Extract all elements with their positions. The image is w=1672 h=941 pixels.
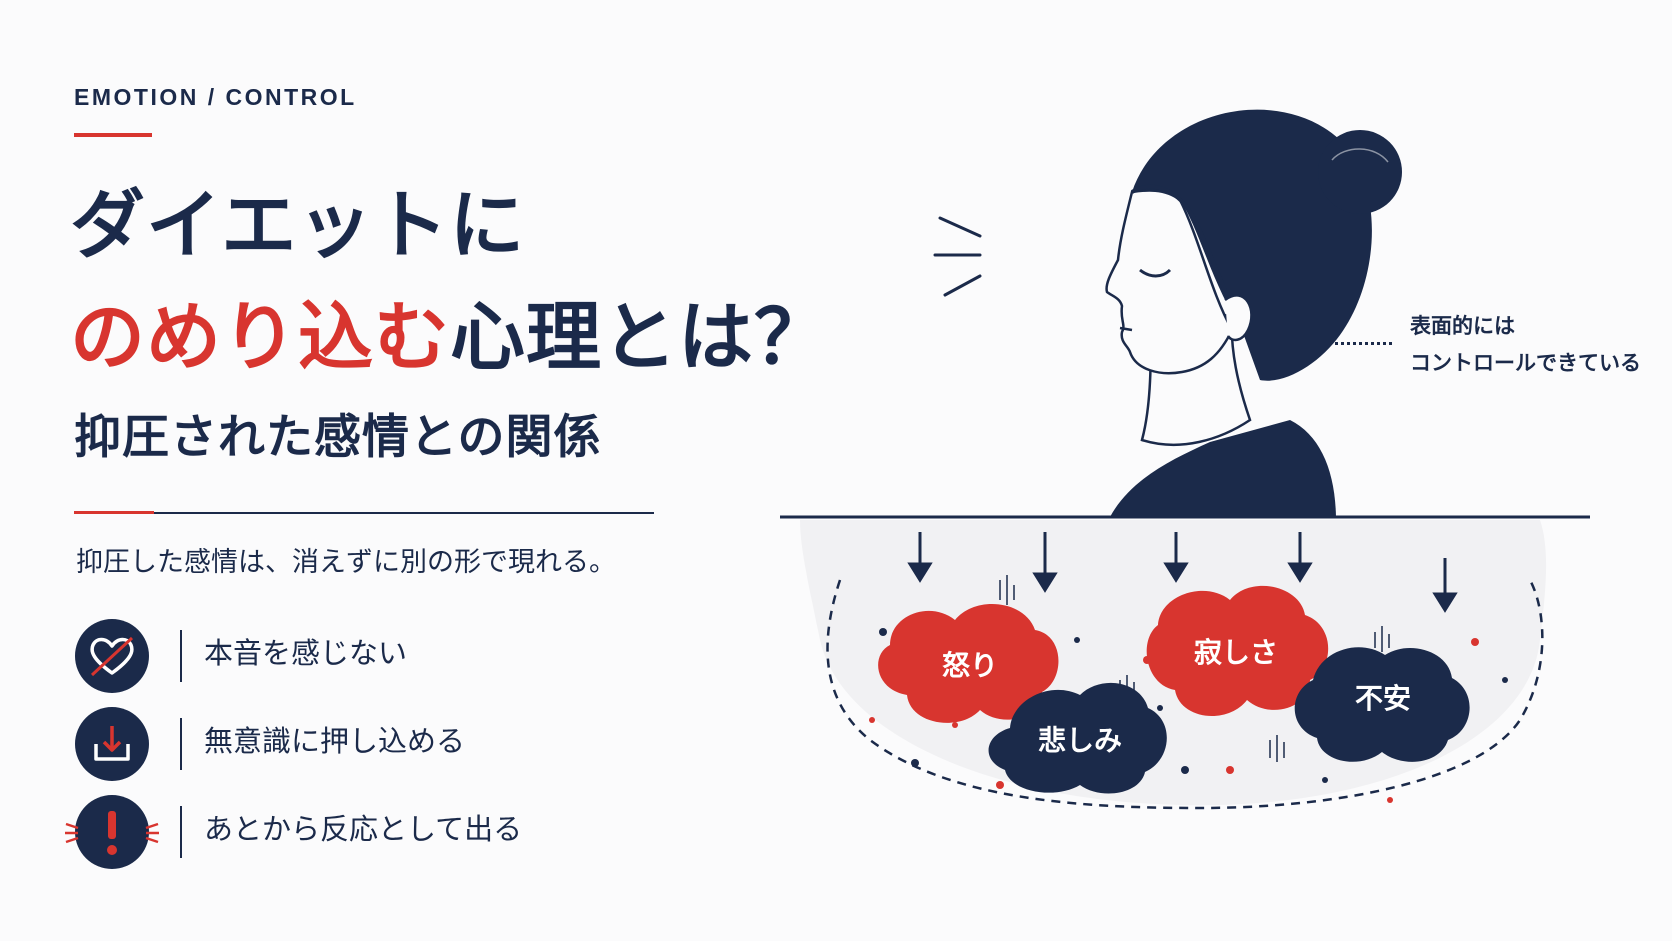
woman-profile-illustration — [1105, 109, 1402, 517]
dashed-boundary — [826, 579, 1544, 810]
page-title-line-2: のめり込む心理とは？ — [70, 300, 830, 375]
title-highlight: のめり込む — [70, 293, 451, 381]
title-rest: 心理とは？ — [450, 293, 831, 381]
pressure-arrows — [907, 532, 1458, 613]
divider-accent — [74, 511, 154, 514]
page-title-line-1: ダイエットに — [70, 181, 526, 269]
emotion-anger-label: 怒り — [942, 649, 998, 682]
annotation-line-1: 表面的には — [1410, 314, 1515, 338]
accent-line — [74, 133, 152, 137]
suppressed-emotions-illustration: 怒り 寂しさ 悲しみ 不安 — [780, 109, 1590, 810]
feature-separator — [180, 630, 182, 682]
breath-lines-icon — [933, 216, 982, 297]
emotion-loneliness-blob — [1146, 585, 1329, 717]
emotion-anger-blob — [878, 603, 1059, 723]
emotion-sadness-blob — [988, 682, 1167, 794]
page-subtitle: 抑圧された感情との関係 — [74, 410, 602, 465]
burst-lines-icon — [65, 822, 159, 844]
lead-text: 抑圧した感情は、消えずに別の形で現れる。 — [76, 547, 616, 578]
feature-label: 本音を感じない — [204, 636, 408, 670]
feature-separator — [180, 718, 182, 770]
feature-separator — [180, 806, 182, 858]
annotation-leader — [1316, 342, 1392, 345]
emotion-sadness-label: 悲しみ — [1038, 724, 1122, 757]
eyebrow-label: EMOTION / CONTROL — [74, 84, 357, 110]
surface-annotation: 表面的には コントロールできている — [1410, 308, 1641, 382]
download-tray-icon — [75, 707, 149, 781]
divider-line — [154, 512, 654, 514]
exclamation-icon — [75, 795, 149, 869]
feature-label: 無意識に押し込める — [204, 724, 466, 758]
emotion-anxiety-blob — [1294, 647, 1470, 762]
emotion-anxiety-label: 不安 — [1355, 682, 1411, 715]
emotion-loneliness-label: 寂しさ — [1194, 636, 1278, 669]
crossed-heart-icon — [75, 619, 149, 693]
feature-label: あとから反応として出る — [204, 812, 523, 846]
annotation-line-2: コントロールできている — [1410, 350, 1641, 375]
